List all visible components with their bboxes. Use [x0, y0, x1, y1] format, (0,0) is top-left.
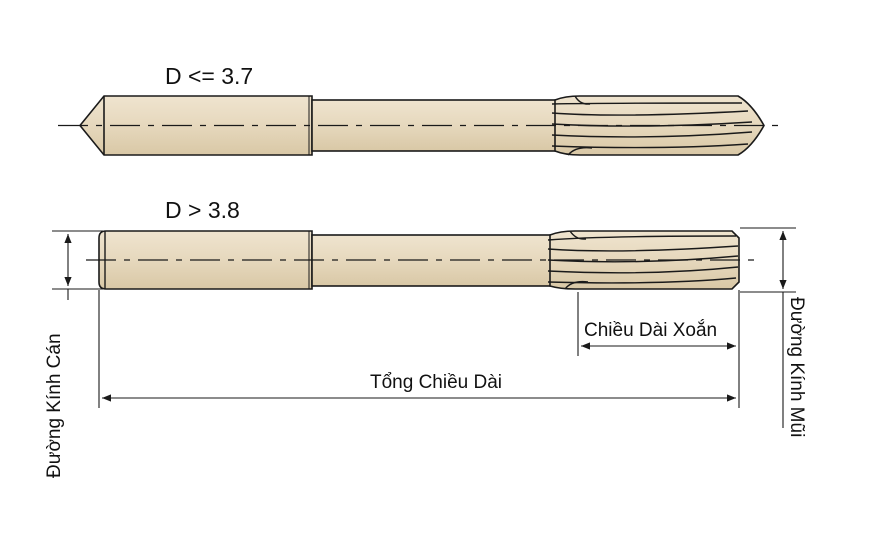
reamer-large-flutes [547, 230, 739, 290]
reamer-small: D <= 3.7 [58, 63, 784, 156]
tool-large-title: D > 3.8 [165, 197, 240, 223]
overall-length-label: Tổng Chiều Dài [370, 372, 502, 393]
reamer-large: D > 3.8 [86, 197, 755, 290]
flute-length-label: Chiều Dài Xoắn [584, 319, 717, 341]
reamer-small-flutes [551, 95, 753, 156]
shank-diameter-label: Đường Kính Cán [44, 333, 65, 478]
dimension-lines [52, 227, 796, 428]
tip-diameter-label: Đường Kính Mũi [786, 297, 807, 437]
reamer-small-shank [78, 95, 313, 156]
tool-small-title: D <= 3.7 [165, 63, 253, 89]
